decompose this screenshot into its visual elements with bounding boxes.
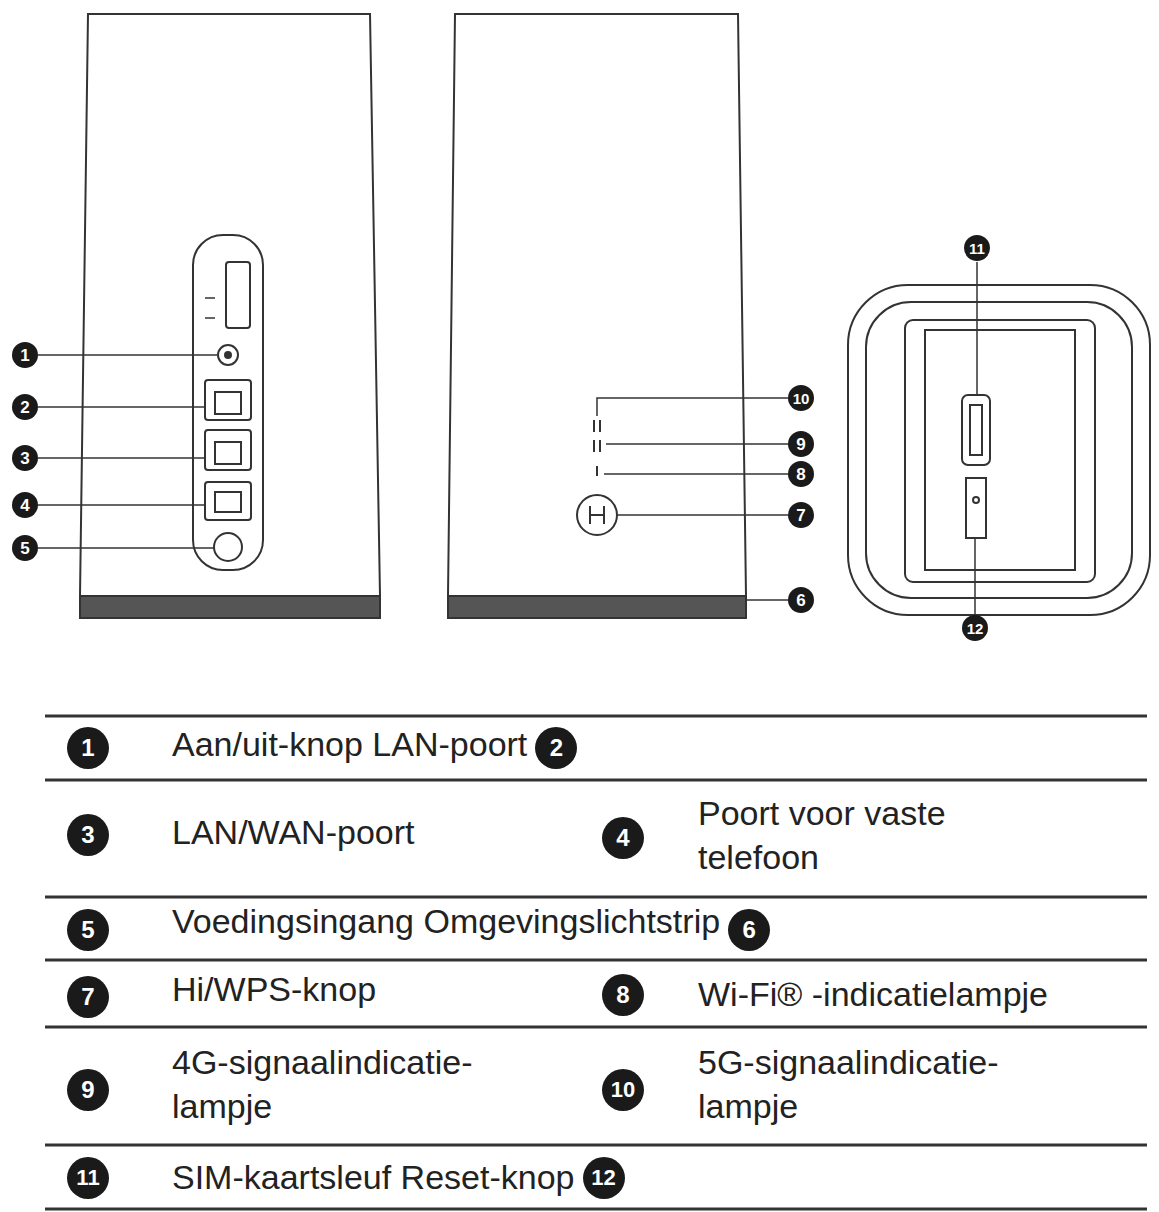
power-button <box>218 345 238 365</box>
sim-slot <box>962 395 990 465</box>
callout-number: 1 <box>67 727 109 769</box>
callout-number: 7 <box>788 502 814 528</box>
lan-wan-port <box>215 442 241 464</box>
leader-lines <box>38 355 217 548</box>
callout-number-text: 8 <box>796 466 805 483</box>
part-label: LAN/WAN-poort <box>172 811 414 855</box>
callout-number: 2 <box>535 727 577 769</box>
callout-number: 5 <box>67 909 109 951</box>
callout-number: 4 <box>602 817 644 859</box>
sim-slot <box>226 262 250 328</box>
callout-number-text: 2 <box>20 399 29 416</box>
lan-port <box>205 380 251 420</box>
indicator-leds <box>594 420 600 476</box>
part-label: 5G-signaalindicatie- lampje <box>698 1041 1098 1128</box>
callout-number-text: 12 <box>967 621 984 636</box>
reset-button <box>966 478 986 538</box>
lan-port <box>215 392 241 414</box>
router-base <box>448 596 746 618</box>
callout-number-text: 12 <box>591 1167 615 1189</box>
callout-number-text: 7 <box>81 985 94 1009</box>
port-panel <box>193 235 263 570</box>
router-top <box>866 302 1132 598</box>
callout-number: 4 <box>12 492 38 518</box>
panel-mark <box>205 297 215 299</box>
leader-lines <box>975 262 977 614</box>
callout-number: 10 <box>788 385 814 411</box>
callout-number: 6 <box>728 909 770 951</box>
callout-number: 11 <box>67 1157 109 1199</box>
callout-number-text: 9 <box>796 436 805 453</box>
callout-number: 9 <box>67 1069 109 1111</box>
phone-port <box>205 482 251 520</box>
callout-number: 10 <box>602 1069 644 1111</box>
part-label: Poort voor vaste telefoon <box>698 792 1038 879</box>
router-housing <box>448 14 746 596</box>
power-button <box>225 352 231 358</box>
callout-number-text: 5 <box>20 540 29 557</box>
callout-number: 8 <box>788 461 814 487</box>
panel-mark <box>205 317 215 319</box>
callout-number: 1 <box>12 342 38 368</box>
table-rule <box>45 716 1147 1209</box>
callout-number-text: 9 <box>81 1078 94 1102</box>
part-label: Wi-Fi® -indicatielampje <box>698 973 1048 1017</box>
callout-number-text: 8 <box>616 983 629 1007</box>
callout-number-text: 1 <box>81 736 94 760</box>
callout-number: 6 <box>788 587 814 613</box>
callout-number: 3 <box>67 814 109 856</box>
part-label: 4G-signaalindicatie- lampje <box>172 1041 572 1128</box>
callout-number-text: 3 <box>20 450 29 467</box>
router-base <box>80 596 380 618</box>
part-label: Voedingsingang Omgevingslichtstrip <box>172 900 720 944</box>
callout-number: 11 <box>964 235 990 261</box>
power-input <box>214 533 242 561</box>
callout-number-text: 3 <box>81 823 94 847</box>
callout-number: 9 <box>788 431 814 457</box>
hi-icon <box>590 506 604 524</box>
router-bottom-panel <box>925 330 1075 570</box>
callout-number-text: 5 <box>81 918 94 942</box>
callout-number-text: 7 <box>796 507 805 524</box>
callout-number: 5 <box>12 535 38 561</box>
lan-wan-port <box>205 430 251 470</box>
router-housing <box>80 14 380 596</box>
phone-port <box>215 492 241 512</box>
sim-slot <box>970 405 982 455</box>
callout-number: 8 <box>602 974 644 1016</box>
callout-number: 7 <box>67 976 109 1018</box>
reset-button <box>973 497 979 503</box>
callout-number-text: 1 <box>20 347 29 364</box>
part-label: Hi/WPS-knop <box>172 968 376 1012</box>
callout-number-text: 10 <box>611 1079 635 1101</box>
callout-number-text: 2 <box>550 736 563 760</box>
callout-number-text: 6 <box>742 918 755 942</box>
callout-number: 2 <box>12 394 38 420</box>
callout-number-text: 6 <box>796 592 805 609</box>
part-label: SIM-kaartsleuf Reset-knop <box>172 1156 575 1200</box>
callout-number: 3 <box>12 445 38 471</box>
callout-number-text: 11 <box>969 241 985 256</box>
hi-wps-button <box>577 495 617 535</box>
router-top <box>848 285 1150 615</box>
router-bottom-panel <box>905 320 1095 582</box>
callout-number-text: 4 <box>616 826 629 850</box>
callout-number: 12 <box>962 615 988 641</box>
callout-number-text: 4 <box>20 497 29 514</box>
leader-lines <box>597 398 788 600</box>
callout-number: 12 <box>583 1157 625 1199</box>
callout-number-text: 11 <box>76 1167 99 1189</box>
part-label: Aan/uit-knop LAN-poort <box>172 723 527 767</box>
callout-number-text: 10 <box>793 391 810 406</box>
